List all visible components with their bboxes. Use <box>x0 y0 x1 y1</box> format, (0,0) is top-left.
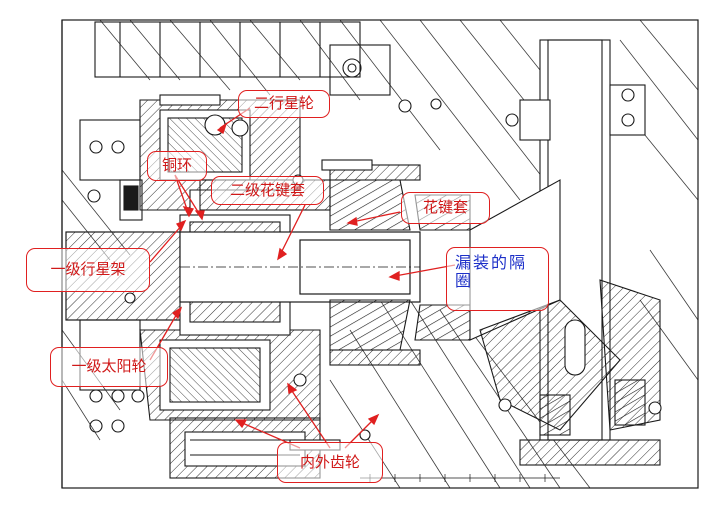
dimension-ticks <box>360 474 560 482</box>
label-secondary-planet: 二行星轮 <box>238 90 330 118</box>
label-ring-gear: 内外齿轮 <box>277 442 383 483</box>
label-primary-carrier: 一级行星架 <box>26 248 150 292</box>
label-primary-sun: 一级太阳轮 <box>50 347 168 387</box>
label-spline-sleeve: 花键套 <box>401 192 490 224</box>
top-housing <box>94 21 391 96</box>
label-secondary-spline: 二级花键套 <box>211 176 324 205</box>
label-missing-spacer: 漏装的隔圈 <box>446 247 549 311</box>
label-copper-ring: 铜环 <box>147 151 207 181</box>
main-shaft <box>179 231 421 303</box>
